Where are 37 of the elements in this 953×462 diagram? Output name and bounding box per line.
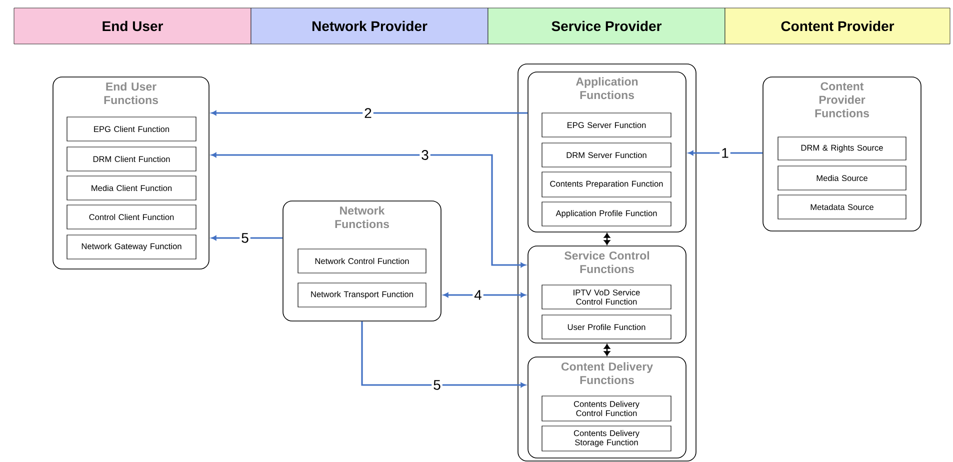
function-box: Network Transport Function (298, 282, 426, 308)
arrow (211, 152, 526, 268)
function-box: Contents Preparation Function (542, 172, 672, 198)
edge-label: 1 (720, 146, 730, 160)
function-box: Media Client Function (66, 176, 196, 200)
arrow (211, 110, 528, 116)
arrow (443, 292, 526, 298)
band-header: Content Provider (724, 8, 950, 44)
arrow (604, 344, 610, 356)
function-box: User Profile Function (542, 314, 672, 340)
edge-label: 5 (240, 232, 250, 244)
arrow (361, 321, 526, 388)
function-box: Application Profile Function (542, 202, 672, 226)
function-box: DRM Server Function (542, 142, 672, 168)
function-box: EPG Server Function (542, 112, 672, 138)
function-box: Metadata Source (778, 194, 906, 220)
function-box: EPG Client Function (66, 116, 196, 142)
edge-label: 3 (420, 148, 430, 162)
function-box: Control Client Function (66, 204, 196, 230)
arrow (688, 150, 763, 156)
function-box: Network Control Function (298, 248, 426, 274)
arrow (211, 236, 283, 240)
band-header: End User (14, 8, 252, 44)
edge-label: 4 (472, 288, 484, 302)
function-box: Network Gateway Function (66, 234, 196, 260)
function-box: Media Source (778, 166, 906, 190)
arrow (604, 233, 610, 245)
band-header: Network Provider (250, 8, 488, 44)
function-box: DRM & Rights Source (778, 136, 906, 160)
function-box: Contents Delivery Storage Function (542, 426, 672, 452)
edge-label: 2 (362, 106, 374, 120)
function-box: DRM Client Function (66, 146, 196, 172)
function-box: IPTV VoD Service Control Function (542, 284, 672, 310)
function-box: Contents Delivery Control Function (542, 396, 672, 422)
band-header: Service Provider (488, 8, 726, 44)
edge-label: 5 (432, 378, 442, 392)
container-box (518, 64, 696, 462)
